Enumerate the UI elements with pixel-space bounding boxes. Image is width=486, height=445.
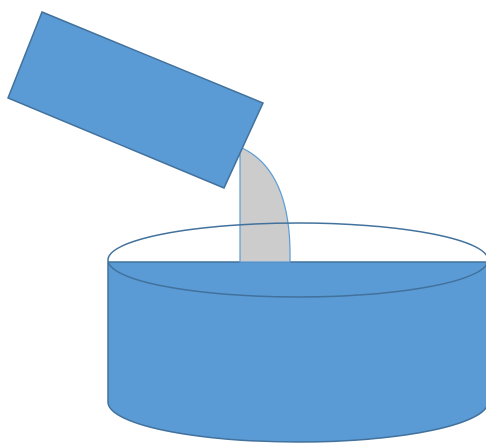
pouring-stream (240, 147, 290, 262)
tilted-box (8, 12, 263, 188)
cylinder-body (108, 262, 486, 442)
